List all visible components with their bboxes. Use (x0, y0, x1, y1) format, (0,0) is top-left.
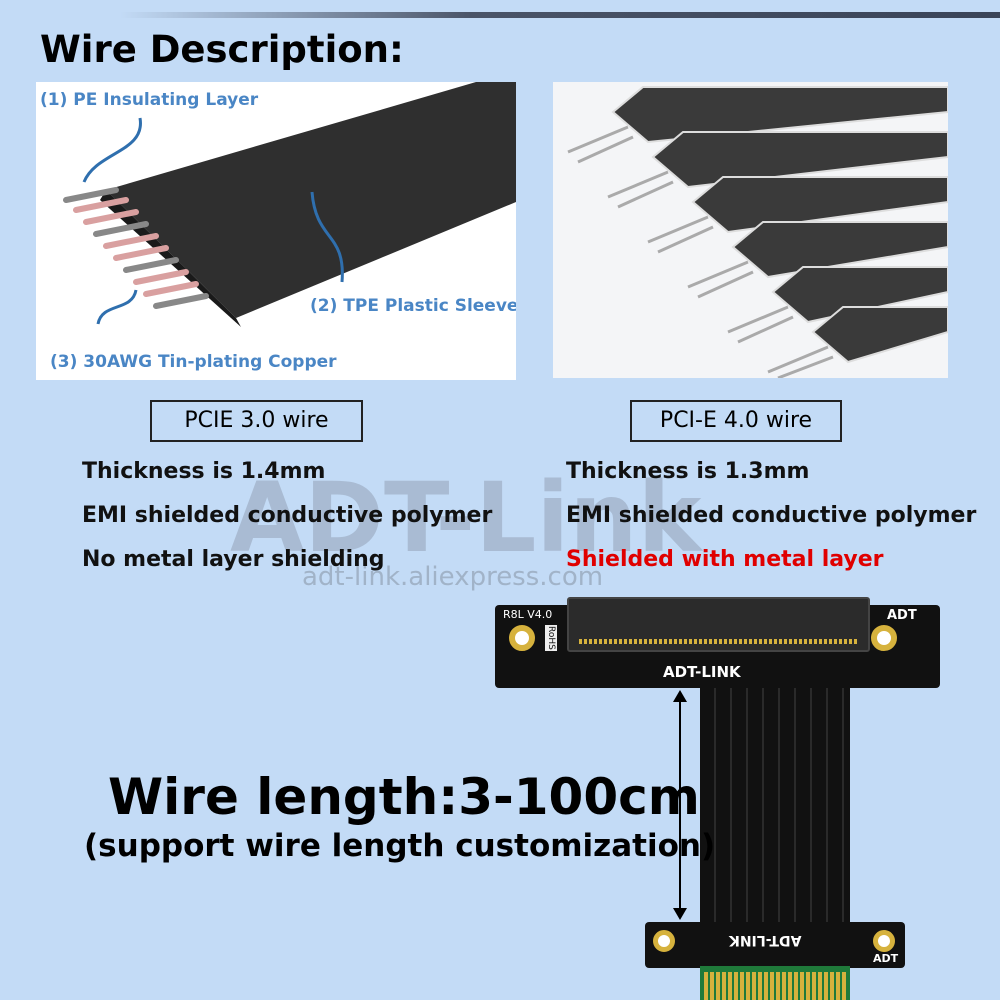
pcie4-spec-thickness: Thickness is 1.3mm (566, 459, 810, 484)
flat-cable-illustration (63, 82, 516, 327)
pcie3-wire-photo: (1) PE Insulating Layer (2) TPE Plastic … (36, 82, 516, 380)
pcie4-heading: PCI-E 4.0 wire (630, 400, 842, 442)
bottom-riser-board: ADT-LINK ADT (645, 922, 905, 968)
shielded-cable-illustration (567, 86, 948, 378)
pcie-slot (567, 597, 870, 652)
pcie4-wire-photo (553, 82, 948, 378)
rohs-mark: RoHS (545, 625, 557, 651)
board-model: R8L V4.0 (503, 608, 553, 621)
pcie4-spec-emi: EMI shielded conductive polymer (566, 503, 977, 528)
ribbon-cable (700, 686, 850, 926)
label-tpe-plastic-sleeve: (2) TPE Plastic Sleeve (310, 296, 516, 316)
gold-finger-contacts (704, 972, 846, 1000)
gold-finger-connector (700, 966, 850, 1000)
pcie3-spec-emi: EMI shielded conductive polymer (82, 503, 493, 528)
wire-length-headline: Wire length:3-100cm (108, 768, 700, 826)
watermark-url: adt-link.aliexpress.com (302, 562, 604, 592)
pcie3-spec-thickness: Thickness is 1.4mm (82, 459, 326, 484)
pcie4-spec-shielding: Shielded with metal layer (566, 547, 884, 572)
mount-hole (873, 930, 895, 952)
wire-length-note: (support wire length customization) (84, 828, 716, 864)
board-brand-adt: ADT (887, 608, 917, 623)
bottom-board-adt: ADT (873, 952, 899, 965)
top-divider (120, 12, 1000, 18)
label-30awg-copper: (3) 30AWG Tin-plating Copper (50, 352, 337, 372)
pcie3-heading: PCIE 3.0 wire (150, 400, 363, 442)
slot-contacts (579, 639, 859, 644)
length-arrow (673, 690, 687, 920)
board-brand: ADT-LINK (663, 663, 741, 681)
page-title: Wire Description: (40, 28, 404, 71)
label-pe-insulating-layer: (1) PE Insulating Layer (40, 90, 259, 110)
mount-hole (509, 625, 535, 651)
mount-hole (871, 625, 897, 651)
pcie3-spec-shielding: No metal layer shielding (82, 547, 385, 572)
mount-hole (653, 930, 675, 952)
watermark-brand: ADT-Link (230, 462, 702, 574)
bottom-board-brand: ADT-LINK (729, 932, 802, 948)
